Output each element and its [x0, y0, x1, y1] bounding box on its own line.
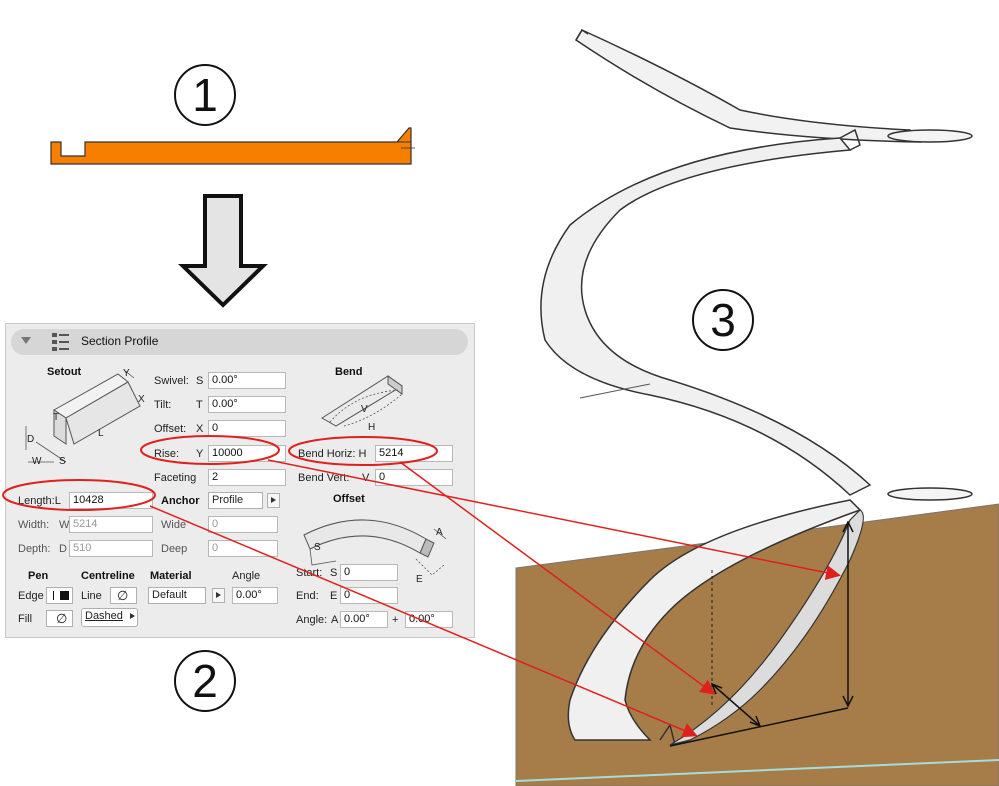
no-fill-icon: ∅	[117, 588, 129, 603]
angle-heading: Angle	[232, 570, 261, 582]
anchor-heading: Anchor	[161, 495, 200, 507]
anchor-select[interactable]: Profile	[208, 492, 263, 509]
end-label: End:	[296, 590, 319, 602]
tilt-key: T	[196, 399, 203, 411]
material-angle-field[interactable]: 0.00°	[232, 587, 278, 604]
bend-h-label: H	[368, 422, 376, 433]
start-key: S	[330, 567, 338, 579]
offset-field[interactable]: 0	[208, 420, 286, 437]
centreline-swatch[interactable]: ∅	[110, 587, 137, 604]
offset-key: X	[196, 423, 204, 435]
pen-heading: Pen	[28, 570, 49, 582]
bend-v-label: V	[361, 404, 368, 415]
rise-key: Y	[196, 448, 204, 460]
edge-pen-swatch[interactable]	[46, 587, 73, 604]
helix-3d-view	[515, 28, 999, 786]
section-profile-icon	[52, 333, 69, 351]
wide-label: Wide	[161, 519, 187, 531]
no-fill-icon: ∅	[56, 611, 68, 626]
depth-label: Depth:	[18, 543, 51, 555]
angle-label: Angle:	[296, 614, 328, 626]
bend-horiz-highlight-ellipse	[288, 436, 438, 466]
fill-label: Fill	[18, 613, 33, 625]
dashed-select[interactable]: Dashed	[81, 608, 138, 627]
offset-label: Offset:	[154, 423, 187, 435]
step-3-callout: 3	[692, 289, 754, 351]
offset-heading: Offset	[333, 493, 365, 505]
setout-w-label: W	[32, 456, 42, 467]
bend-vert-field[interactable]: 0	[375, 469, 453, 486]
rise-arrow	[267, 459, 841, 580]
rise-label: Rise:	[154, 448, 180, 460]
length-highlight-ellipse	[2, 479, 156, 511]
offset-diagram	[303, 519, 447, 576]
setout-t-label: T	[53, 412, 60, 423]
width-key: W	[59, 519, 70, 531]
rise-highlight-ellipse	[140, 435, 280, 465]
length-label: Length:L	[18, 495, 61, 507]
step-1-callout: 1	[174, 64, 236, 126]
bend-diagram	[321, 375, 403, 427]
bend-horiz-arrow	[399, 461, 716, 695]
angle-end-field[interactable]: 0.00°	[405, 611, 453, 628]
centreline-heading: Centreline	[81, 570, 135, 582]
panel-header[interactable]: Section Profile	[11, 329, 468, 355]
setout-x-label: X	[138, 394, 145, 405]
setout-l-label: L	[98, 428, 104, 439]
depth-field: 510	[69, 540, 153, 557]
setout-d-label: D	[27, 434, 35, 445]
width-field: 5214	[69, 516, 153, 533]
edge-label: Edge	[18, 590, 44, 602]
material-select[interactable]: Default	[148, 587, 206, 604]
pen-line-icon	[53, 591, 54, 600]
panel-title: Section Profile	[81, 334, 159, 348]
swivel-key: S	[196, 375, 204, 387]
dashed-label: Dashed	[85, 610, 123, 622]
faceting-label: Faceting	[154, 472, 197, 484]
bend-heading: Bend	[335, 366, 363, 378]
setout-heading: Setout	[47, 366, 82, 378]
end-key: E	[330, 590, 338, 602]
disclosure-triangle-icon[interactable]	[21, 337, 31, 344]
bend-vert-key: V	[362, 472, 370, 484]
step-2-callout: 2	[174, 650, 236, 712]
anchor-dropdown-arrow[interactable]	[267, 493, 280, 508]
chevron-right-icon	[130, 613, 135, 619]
material-dropdown-arrow[interactable]	[212, 588, 225, 603]
wide-field: 0	[208, 516, 278, 533]
setout-s-label: S	[59, 456, 66, 467]
offset-a-label: A	[436, 527, 443, 538]
setout-diagram	[25, 369, 141, 463]
tilt-label: Tilt:	[154, 399, 172, 411]
angle-plus: +	[392, 614, 399, 626]
start-field[interactable]: 0	[340, 564, 398, 581]
line-label: Line	[81, 590, 102, 602]
fill-swatch[interactable]: ∅	[46, 610, 73, 627]
width-label: Width:	[18, 519, 50, 531]
offset-s-label: S	[314, 542, 321, 553]
setout-y-label: Y	[123, 368, 130, 379]
down-arrow-icon	[178, 194, 268, 308]
tilt-field[interactable]: 0.00°	[208, 396, 286, 413]
angle-key: A	[331, 614, 339, 626]
material-heading: Material	[150, 570, 192, 582]
angle-start-field[interactable]: 0.00°	[340, 611, 388, 628]
swivel-field[interactable]: 0.00°	[208, 372, 286, 389]
swivel-label: Swivel:	[154, 375, 189, 387]
deep-label: Deep	[161, 543, 188, 555]
offset-e-label: E	[416, 574, 423, 585]
bend-horiz-label: Bend Horiz: H	[298, 448, 367, 460]
faceting-field[interactable]: 2	[208, 469, 286, 486]
pen-fill-icon	[60, 591, 69, 600]
section-profile-shape	[50, 127, 415, 165]
length-arrow	[149, 505, 698, 738]
depth-key: D	[59, 543, 67, 555]
bend-vert-label: Bend Vert:	[298, 472, 350, 484]
